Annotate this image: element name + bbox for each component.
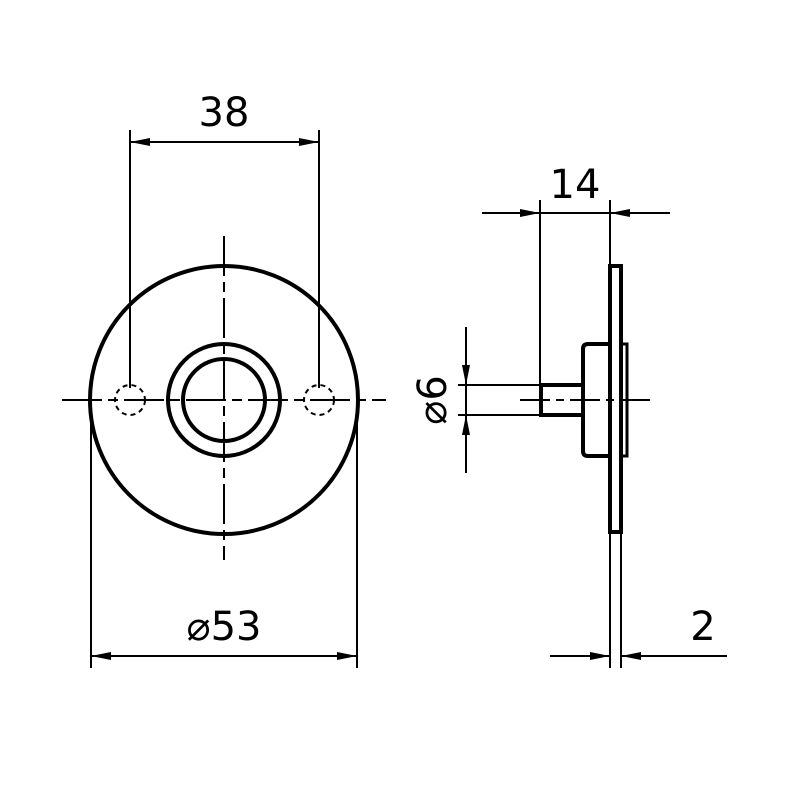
mounting-hole-left [114, 384, 146, 416]
hub-profile [581, 342, 610, 458]
hole-spacing-label: 38 [199, 90, 250, 136]
bushing-outer-ring [166, 342, 282, 458]
depth-label: 14 [550, 162, 601, 208]
plate-profile [608, 264, 623, 534]
outer-diameter-label: ⌀53 [187, 604, 262, 650]
plate-back-recess [619, 342, 629, 458]
pin-profile [539, 383, 583, 417]
side-view: 14 ⌀6 2 [410, 162, 727, 668]
mounting-hole-right [303, 384, 335, 416]
rosette-outer-circle [88, 264, 360, 536]
pin-diameter-label: ⌀6 [410, 375, 456, 425]
front-view: 38 ⌀53 [62, 90, 386, 668]
bushing-inner-ring [181, 357, 267, 443]
thickness-label: 2 [690, 604, 715, 650]
